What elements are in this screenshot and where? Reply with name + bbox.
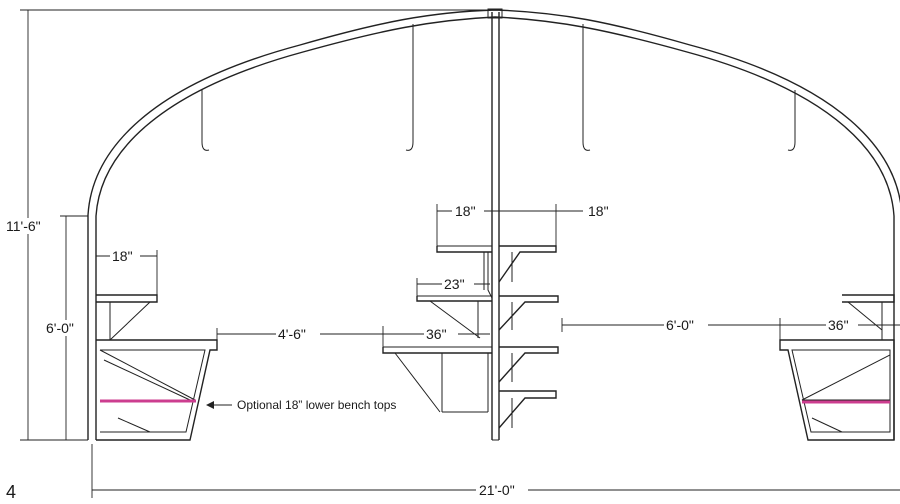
page-number: 4 (6, 482, 16, 502)
dimension-labels: 11'-6" 6'-0" 18" 18" 18" 23" 36" 4'-6" 6… (4, 203, 858, 502)
right-bench (779, 294, 895, 441)
label-aisle-right: 6'-0" (666, 317, 694, 333)
label-left-bench-top: 18" (112, 248, 133, 264)
greenhouse-frame (87, 8, 900, 440)
label-overall-width: 21'-0" (479, 482, 515, 498)
center-post (491, 12, 500, 441)
label-aisle-left: 4'-6" (278, 326, 306, 342)
hook-3 (582, 24, 591, 151)
label-center-top-left: 18" (455, 203, 476, 219)
hook-1 (201, 90, 210, 151)
hook-4 (787, 90, 796, 151)
label-center-top-right: 18" (588, 203, 609, 219)
dimension-lines (20, 9, 900, 498)
center-tiered-bench (382, 245, 559, 429)
hook-2 (405, 24, 414, 151)
hanging-hooks (201, 24, 796, 151)
left-bench (96, 294, 218, 441)
label-center-bottom: 36" (426, 326, 447, 342)
label-sidewall-height: 6'-0" (46, 320, 74, 336)
label-overall-height: 11'-6" (6, 218, 41, 234)
callout-optional-bench: Optional 18” lower bench tops (237, 398, 396, 412)
label-right-bench: 36" (828, 317, 849, 333)
label-center-mid: 23" (444, 276, 465, 292)
